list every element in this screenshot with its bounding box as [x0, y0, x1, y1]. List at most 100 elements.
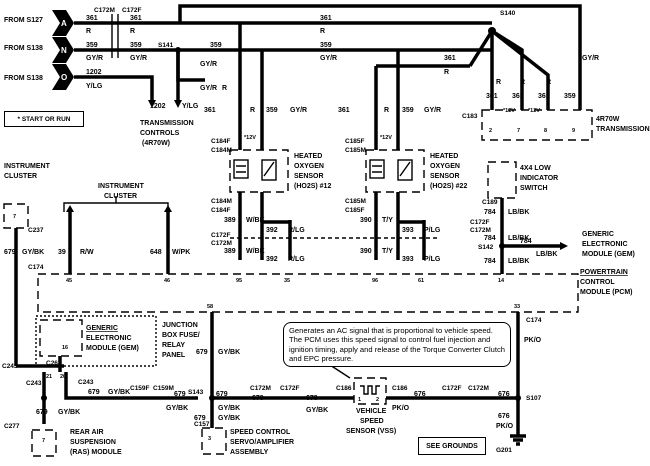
- lbl-gybk-a: GY/BK: [22, 249, 44, 256]
- lbl-r-e: R: [444, 69, 449, 76]
- splice-s107: [515, 395, 521, 401]
- vss-l3: SENSOR (VSS): [346, 428, 396, 435]
- lbl-676-d: 676: [498, 413, 510, 420]
- lbl-679-c: 679: [174, 391, 186, 398]
- trans-controls: TRANSMISSION CONTROLS (4R70W): [140, 120, 194, 147]
- lbl-c184m: C184M: [211, 147, 232, 154]
- note-pointer: [329, 364, 351, 379]
- arrow-letter-n: N: [61, 46, 67, 55]
- lbl-pko-a: PK/O: [524, 337, 542, 344]
- ic-left-l1: INSTRUMENT: [4, 163, 51, 170]
- lbl-rlg-b: R/LG: [288, 256, 305, 263]
- lbl-pko-b: PK/O: [392, 405, 410, 412]
- pin-61: 61: [418, 278, 424, 284]
- pcm-box: [37, 273, 579, 313]
- lbl-393-b: 393: [402, 256, 414, 263]
- ho2s12-wires: [238, 130, 292, 260]
- pin-21: 21: [46, 374, 52, 380]
- lbl-gybk-d: GY/BK: [58, 409, 80, 416]
- lbl-c186-a: C186: [336, 385, 352, 392]
- ras-l1: REAR AIR: [70, 429, 104, 436]
- lbl-c185m: C185M: [345, 147, 366, 154]
- lbl-c184m-b: C184M: [211, 198, 232, 205]
- jb-l4: PANEL: [162, 352, 186, 359]
- instrument-cluster-left: INSTRUMENT CLUSTER 7 C237 679 GY/BK: [3, 163, 51, 366]
- lbl-ylg: Y/LG: [86, 83, 103, 90]
- ho2s22-l4: (HO2S) #22: [430, 183, 467, 190]
- lbl-679-a: 679: [4, 249, 16, 256]
- pcm-vss-wires: [210, 312, 520, 398]
- lbl-361-a: 361: [86, 15, 98, 22]
- lbl-c174-a: C174: [28, 264, 44, 271]
- lbl-c172f-v: C172F: [280, 385, 300, 392]
- ras-l3: (RAS) MODULE: [70, 449, 122, 456]
- lbl-r-t3: R: [546, 79, 551, 86]
- lbl-c183: C183: [462, 113, 478, 120]
- lbl-pko-c: PK/O: [496, 423, 514, 430]
- ho2s12-l1: HEATED: [294, 153, 322, 160]
- lbl-679-g: 679: [252, 395, 264, 402]
- vss-symbol: [360, 385, 380, 395]
- lbl-359-c: 359: [320, 42, 332, 49]
- lbl-c174-b: C174: [526, 317, 542, 324]
- lbl-359-t4: 359: [564, 93, 576, 100]
- ras-l2: SUSPENSION: [70, 439, 116, 446]
- ho2s22-sensor-diag: [399, 161, 411, 177]
- lbl-361-h2: 361: [338, 107, 350, 114]
- lbl-359-a: 359: [86, 42, 98, 49]
- pin-14: 14: [498, 278, 505, 284]
- lbl-679-e: 679: [216, 391, 228, 398]
- ho2s12-heater: [233, 159, 249, 179]
- lbl-c277: C277: [4, 423, 20, 430]
- lbl-gybk-f: GY/BK: [218, 415, 240, 422]
- ho2s12-l3: SENSOR: [294, 173, 324, 180]
- lbl-lbbk-c: LB/BK: [536, 251, 557, 258]
- lbl-s141: S141: [158, 42, 174, 49]
- lbl-392-a: 392: [266, 227, 278, 234]
- pin-7-ras: 7: [42, 438, 45, 444]
- lbl-s107: S107: [526, 395, 542, 402]
- see-grounds-button[interactable]: SEE GROUNDS: [418, 437, 486, 455]
- lbl-361-t3: 361: [538, 93, 550, 100]
- lbl-c172f-h: C172F: [211, 232, 231, 239]
- trans-4r70w: R R R 361 361 361 359 *12V *12V C183 2 7…: [462, 79, 650, 141]
- gem-l1: GENERIC: [86, 325, 118, 332]
- ho2s12-sensor-diag: [263, 161, 275, 177]
- top-wire-labels: 361 R C172M C172F 361 R 359 GY/R 359 GY/…: [86, 7, 599, 110]
- lbl-676-b: 676: [414, 391, 426, 398]
- lbl-s140: S140: [500, 10, 516, 17]
- lbl-plg-b: P/LG: [424, 256, 441, 263]
- lbl-c189: C189: [482, 199, 498, 206]
- lbl-c172f-v2: C172F: [442, 385, 462, 392]
- lbl-gyr-d: GY/R: [200, 61, 217, 68]
- low-switch-l1: 4X4 LOW: [520, 165, 551, 172]
- lbl-r-a: R: [86, 28, 91, 35]
- vss-box: [353, 377, 387, 405]
- lbl-784-d: 784: [484, 258, 496, 265]
- ho2s12-box: [229, 149, 289, 193]
- lbl-gyr-a: GY/R: [86, 55, 103, 62]
- sc-l1: SPEED CONTROL: [230, 429, 291, 436]
- fan-4: [490, 29, 550, 110]
- lbl-679-f: 679: [194, 415, 206, 422]
- lbl-ylg-b: Y/LG: [182, 103, 199, 110]
- lbl-lbbk-d: LB/BK: [508, 258, 529, 265]
- lbl-1202: 1202: [86, 69, 102, 76]
- arrow-letter-a: A: [61, 19, 67, 28]
- ic-mid-wires: [68, 212, 170, 274]
- lbl-359-h2: 359: [402, 107, 414, 114]
- lbl-12v-b: *12V: [528, 108, 540, 114]
- lbl-390-a: 390: [360, 217, 372, 224]
- lbl-r-t2: R: [520, 79, 525, 86]
- ic-left-l2: CLUSTER: [4, 173, 37, 180]
- lbl-c184f-b: C184F: [211, 207, 231, 214]
- ground-symbol: [510, 434, 526, 446]
- lbl-1202-b: 1202: [150, 103, 166, 110]
- lbl-359-h1: 359: [266, 107, 278, 114]
- pin-9: 9: [572, 128, 575, 134]
- ho2s22-box: [365, 149, 425, 193]
- lbl-361-d: 361: [444, 55, 456, 62]
- lbl-393-a: 393: [402, 227, 414, 234]
- wire-ho2s12-feed2: [238, 90, 264, 130]
